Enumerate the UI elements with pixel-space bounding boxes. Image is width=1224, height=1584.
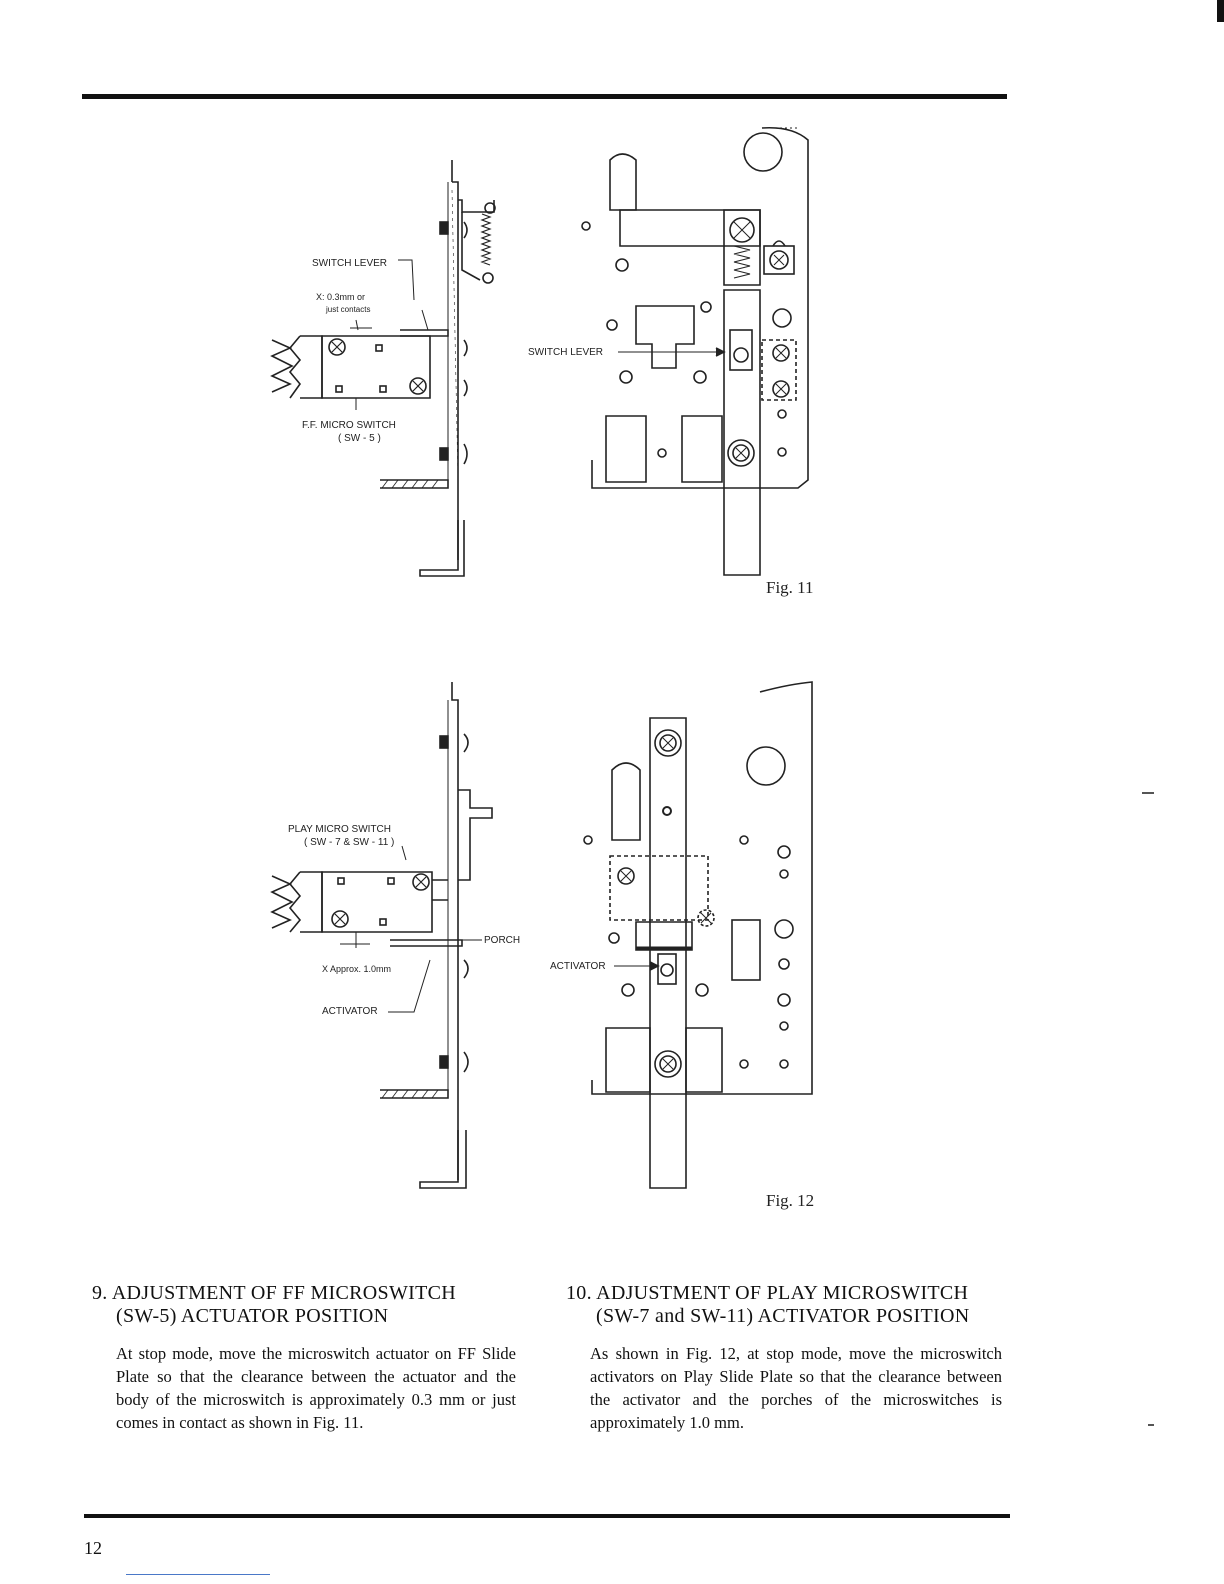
fig12-activator-right-label: ACTIVATOR	[550, 961, 606, 972]
page-number: 12	[84, 1538, 102, 1558]
margin-mark	[1148, 1424, 1154, 1426]
fig12-approx-clearance: X Approx. 1.0mm	[322, 964, 391, 974]
fig11-side-view	[270, 160, 496, 577]
fig12-front-view	[583, 681, 813, 1189]
section-10-title-line2: (SW-7 and SW-11) ACTIVATOR POSITION	[596, 1305, 970, 1327]
fig12-side-view	[270, 682, 493, 1189]
section-9-title: 9. ADJUSTMENT OF FF MICROSWITCH (SW-5) A…	[92, 1282, 516, 1328]
top-rule	[82, 94, 1007, 99]
fig11-switch-lever-right-label: SWITCH LEVER	[528, 347, 603, 358]
fig12-activator-left-label: ACTIVATOR	[322, 1006, 378, 1017]
fig12-play-switch-line2: ( SW - 7 & SW - 11 )	[304, 837, 394, 848]
fig11-micro-switch-line1: F.F. MICRO SWITCH	[302, 420, 396, 431]
section-10: 10. ADJUSTMENT OF PLAY MICROSWITCH (SW-7…	[566, 1282, 1002, 1434]
fig11-front-view	[581, 126, 809, 576]
fig11-clearance-line2: just contacts	[325, 305, 370, 314]
section-9-title-line2: (SW-5) ACTUATOR POSITION	[116, 1305, 389, 1327]
section-9-title-line1: ADJUSTMENT OF FF MICROSWITCH	[111, 1282, 457, 1304]
section-10-body: As shown in Fig. 12, at stop mode, move …	[590, 1344, 1002, 1432]
section-10-number: 10.	[566, 1282, 592, 1304]
fig11-switch-lever-left-label: SWITCH LEVER	[312, 258, 387, 269]
fig12-play-switch-line1: PLAY MICRO SWITCH	[288, 824, 391, 835]
figure-12: PLAY MICRO SWITCH ( SW - 7 & SW - 11 ) P…	[270, 681, 814, 1210]
footer-link-line	[126, 1574, 270, 1575]
margin-mark	[1142, 792, 1154, 794]
section-9: 9. ADJUSTMENT OF FF MICROSWITCH (SW-5) A…	[92, 1282, 516, 1434]
section-9-body: At stop mode, move the microswitch actua…	[116, 1344, 516, 1432]
fig11-micro-switch-line2: ( SW - 5 )	[338, 433, 381, 444]
bottom-rule	[84, 1514, 1010, 1518]
section-10-title-line1: ADJUSTMENT OF PLAY MICROSWITCH	[596, 1282, 969, 1304]
fig11-clearance-line1: X: 0.3mm or	[316, 292, 365, 302]
fig12-caption: Fig. 12	[766, 1191, 814, 1210]
fig11-caption: Fig. 11	[766, 578, 814, 597]
corner-scan-mark	[1217, 0, 1224, 22]
section-10-title: 10. ADJUSTMENT OF PLAY MICROSWITCH (SW-7…	[566, 1282, 1002, 1328]
fig12-porch-label: PORCH	[484, 935, 520, 946]
section-9-number: 9.	[92, 1282, 108, 1304]
figure-11: SWITCH LEVER X: 0.3mm or just contacts F…	[270, 126, 814, 597]
